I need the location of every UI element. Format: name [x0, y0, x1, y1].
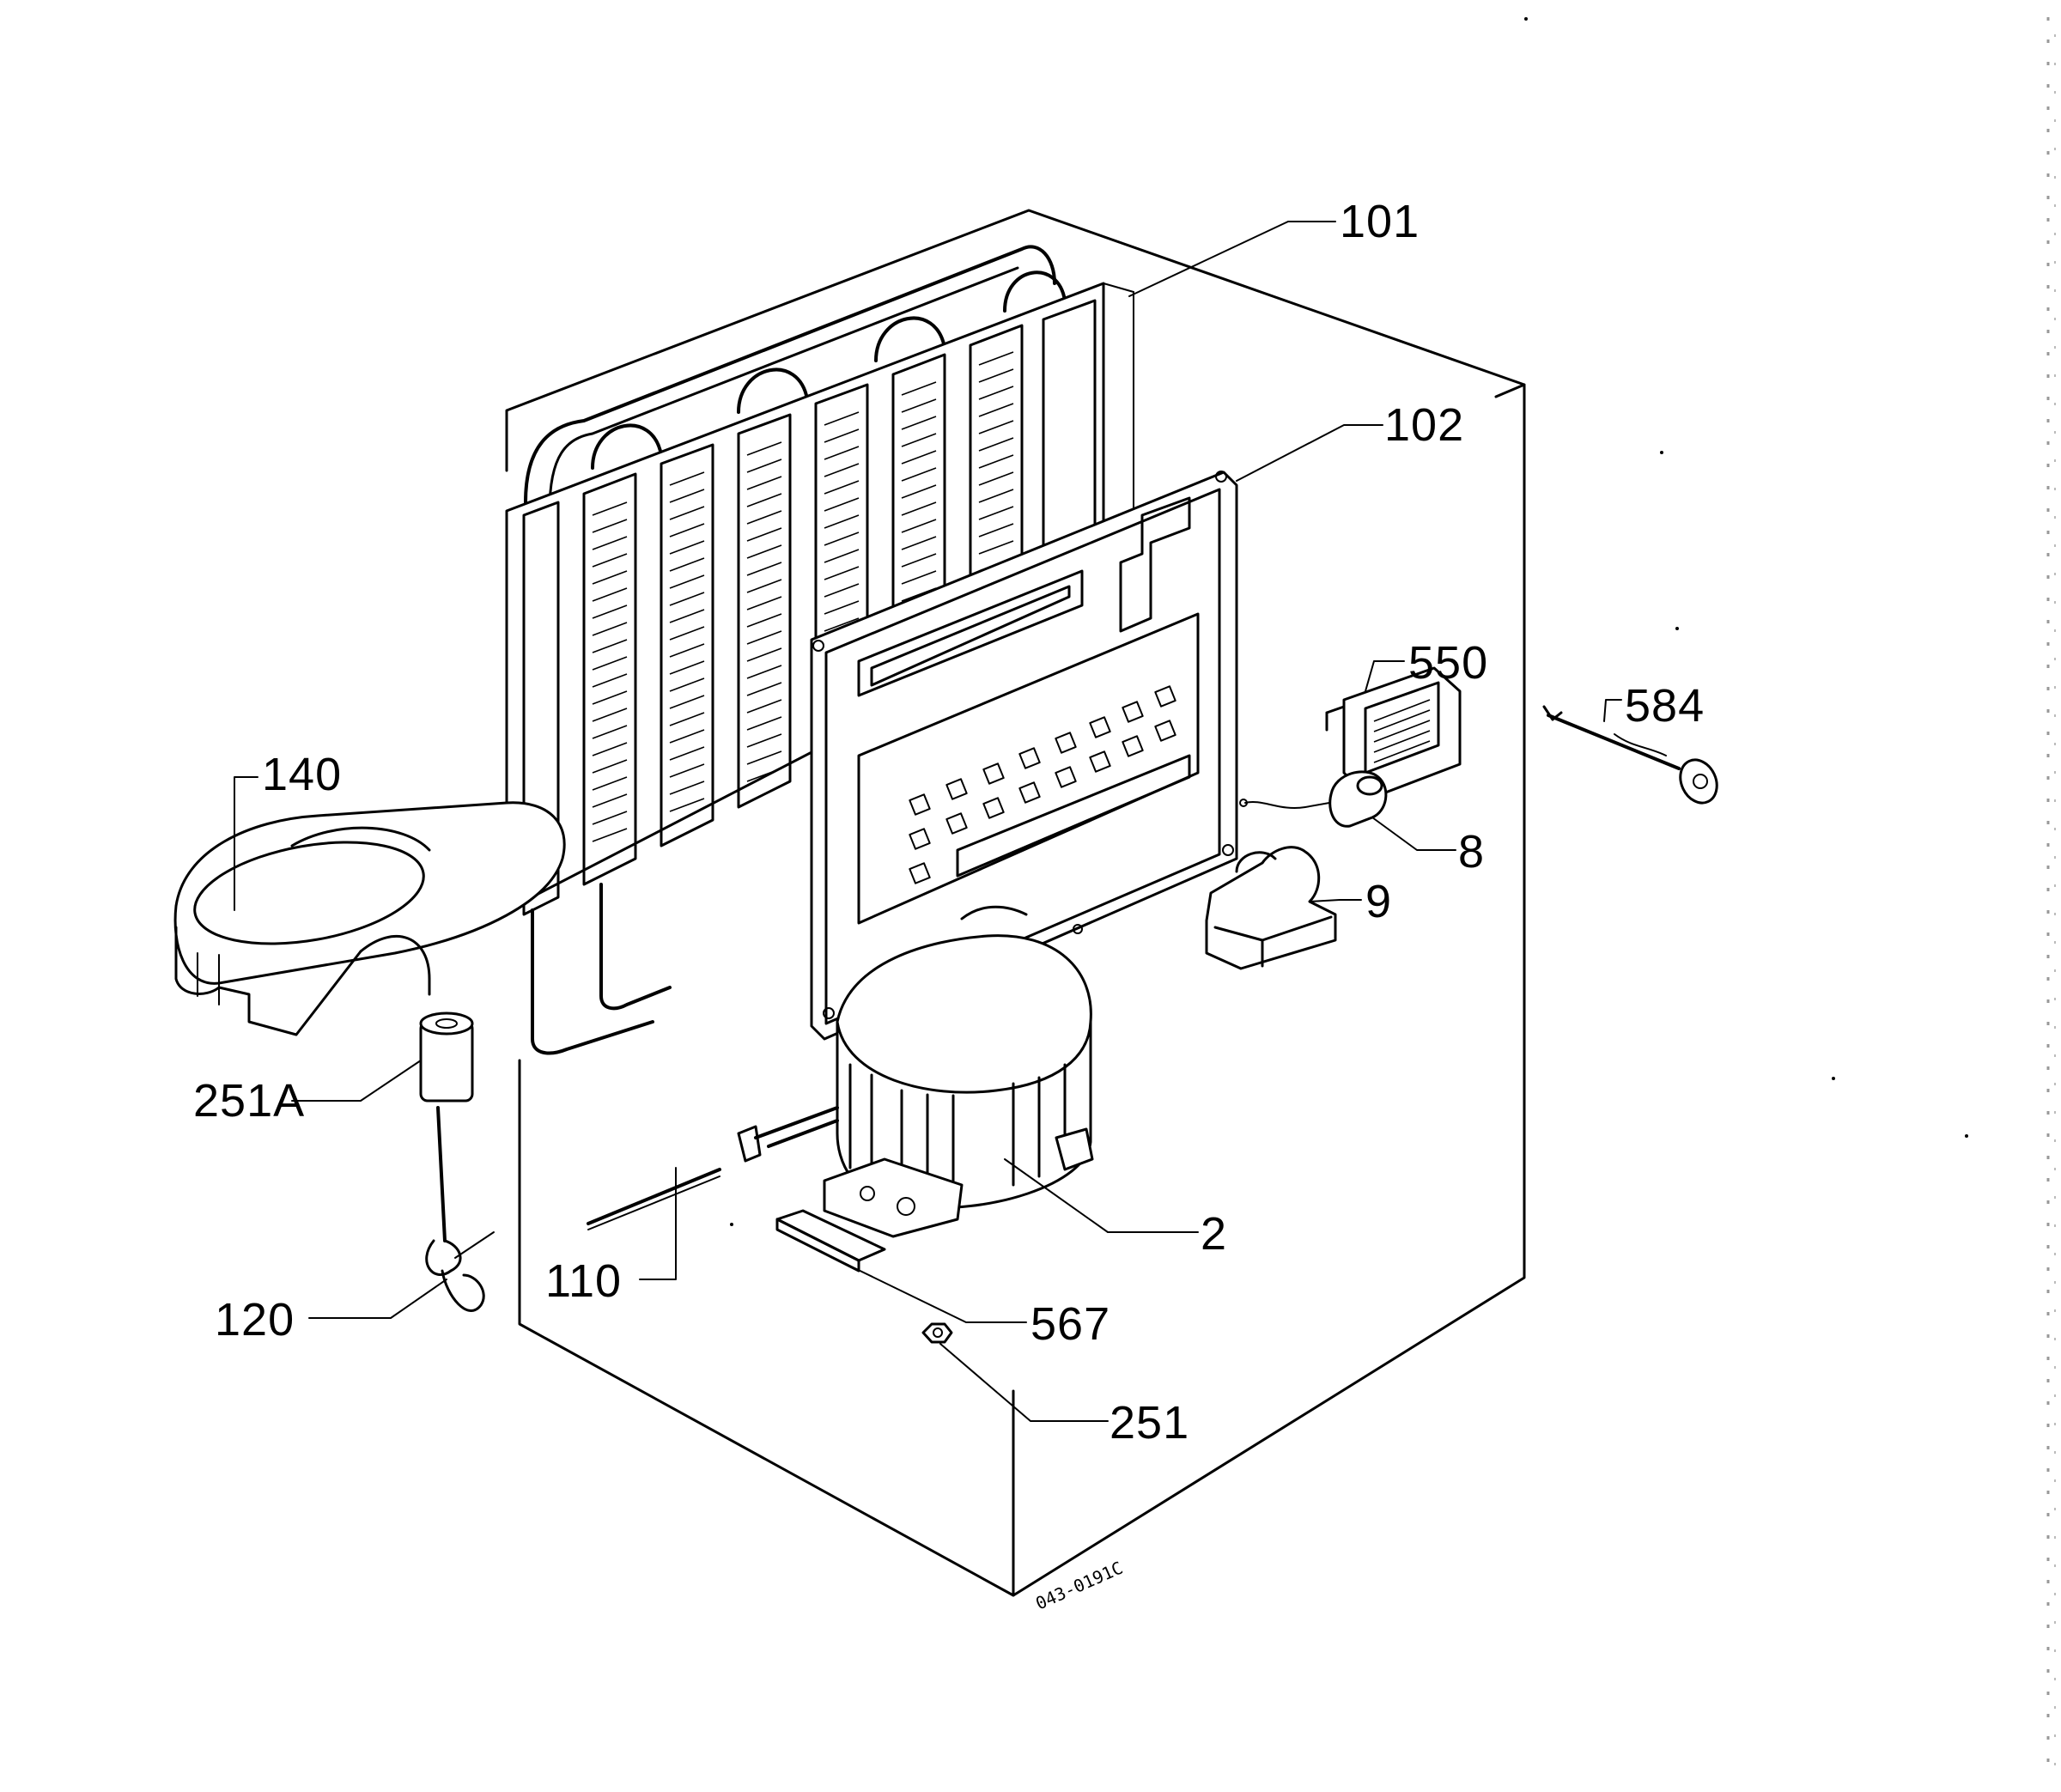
plate-keypad — [909, 685, 1176, 884]
dryer-part-120 — [425, 1106, 495, 1312]
callout-2: 2 — [1201, 1208, 1227, 1260]
callout-101: 101 — [1340, 196, 1420, 247]
drip-tray-part-140 — [173, 801, 566, 1036]
overload-part-8 — [1239, 770, 1388, 828]
condenser-fins — [505, 282, 1105, 916]
leader-lines — [234, 221, 1622, 1422]
callout-584: 584 — [1625, 680, 1705, 732]
cover-part-550 — [1325, 666, 1462, 800]
lamp-holder-part-584 — [1542, 705, 1718, 805]
tube-part-110 — [587, 1168, 721, 1230]
callout-251: 251 — [1110, 1397, 1189, 1449]
cabinet-outline — [505, 209, 1526, 1597]
callout-110: 110 — [545, 1255, 622, 1307]
callout-102: 102 — [1384, 399, 1464, 451]
callout-251A: 251A — [193, 1075, 305, 1127]
compressor-part-2 — [737, 905, 1094, 1238]
callout-140: 140 — [262, 749, 342, 800]
scan-noise-right-margin — [730, 17, 2056, 1769]
nut-part-251 — [921, 1322, 953, 1344]
filter-part-251A — [419, 1011, 474, 1103]
callout-567: 567 — [1030, 1298, 1110, 1350]
drawing-code: 043-0191C — [1032, 1558, 1126, 1614]
relay-part-9 — [1205, 846, 1337, 970]
rear-plate-part-102 — [810, 471, 1238, 1041]
callout-9: 9 — [1365, 876, 1392, 927]
condenser-part-101 — [505, 245, 1134, 1055]
callout-550: 550 — [1408, 637, 1488, 689]
callout-8: 8 — [1458, 826, 1485, 878]
callout-120: 120 — [215, 1294, 295, 1346]
